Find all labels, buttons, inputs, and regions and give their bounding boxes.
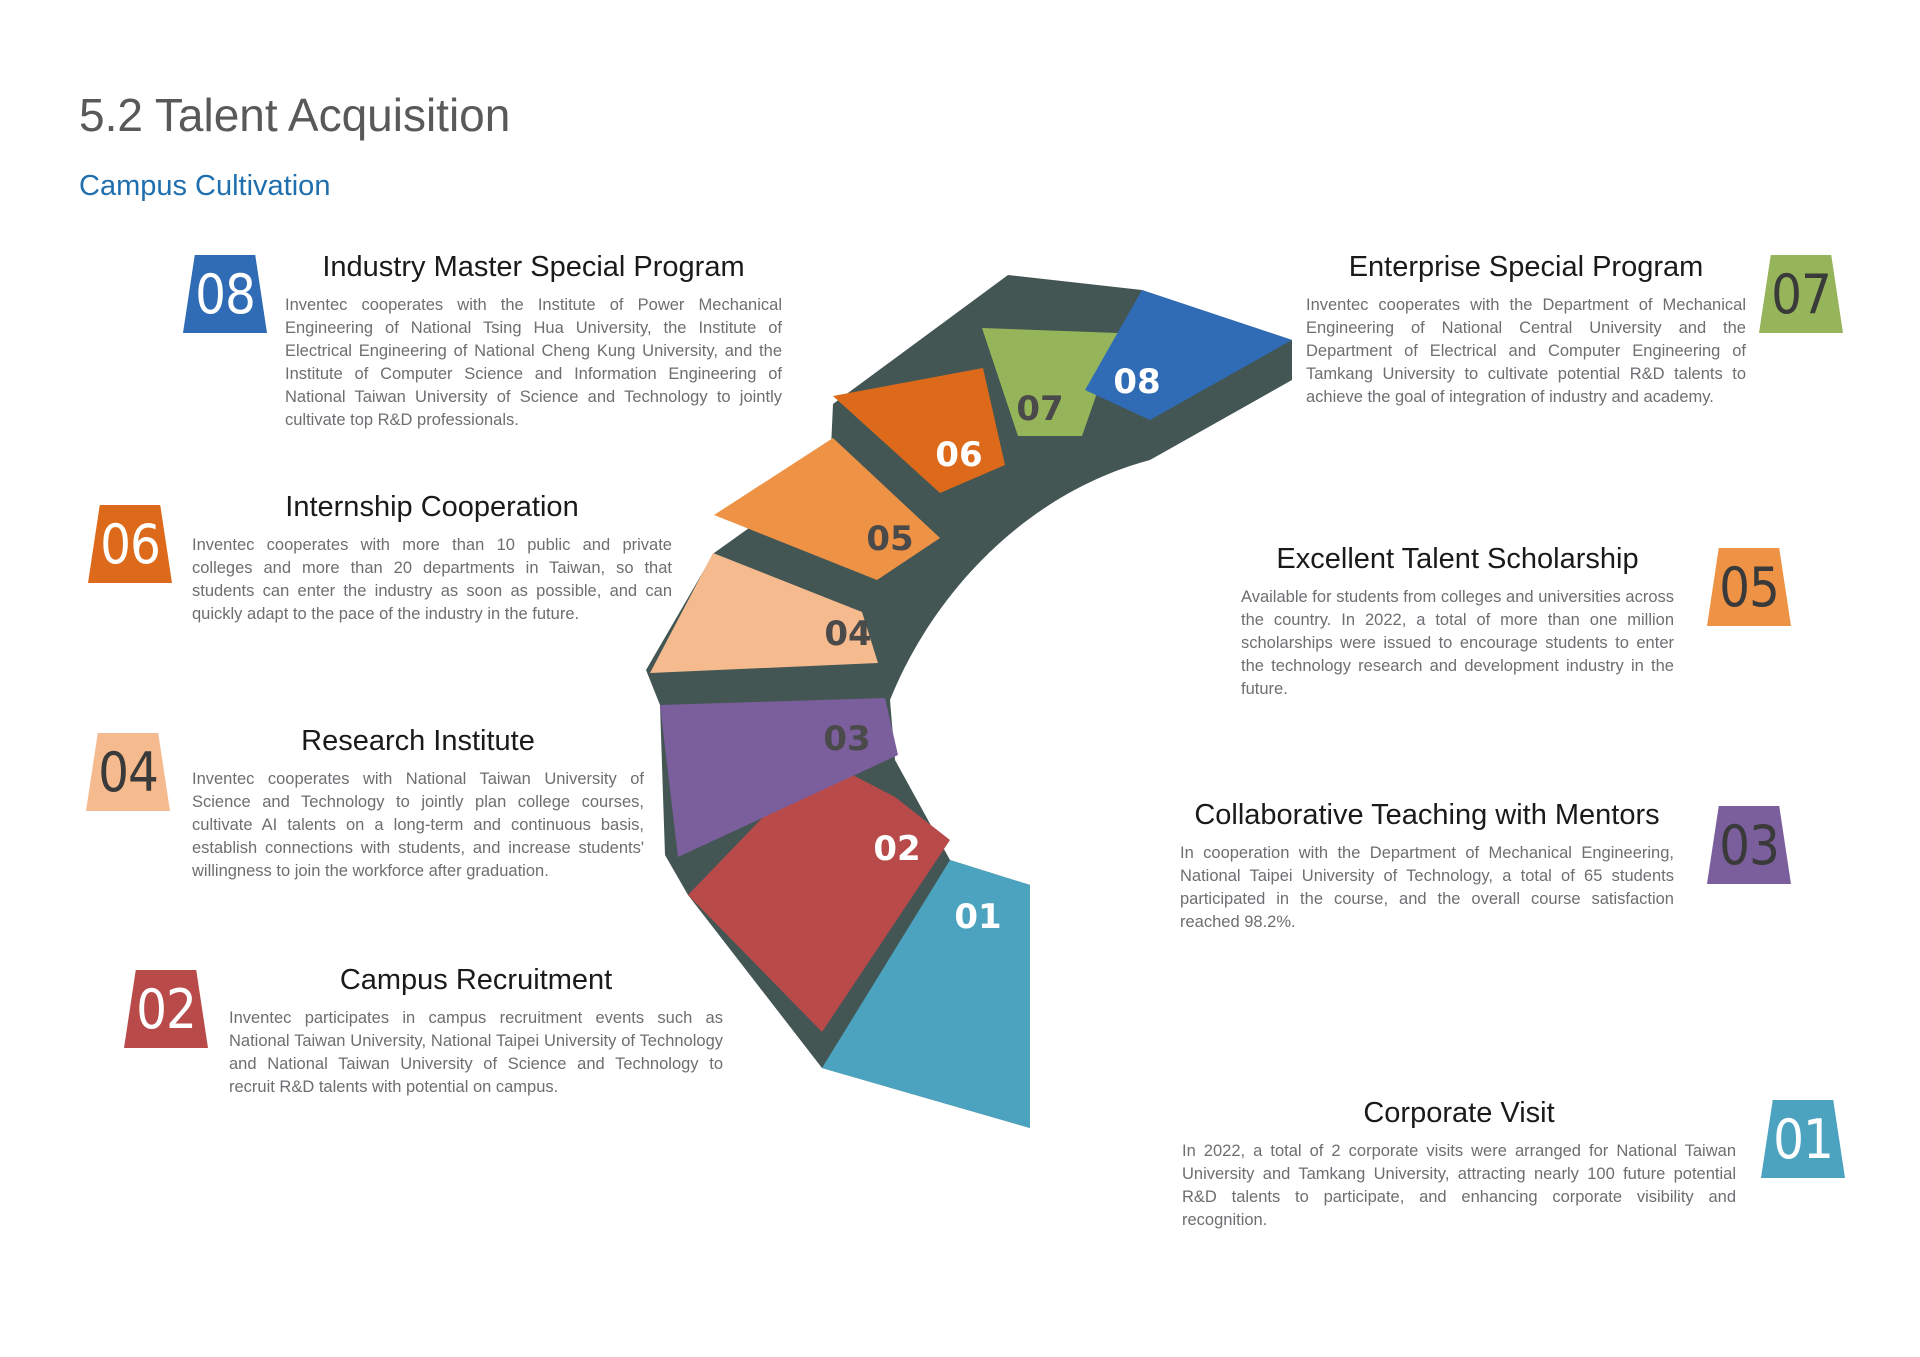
badge-05: 05 [1707,548,1791,626]
badge-02: 02 [124,970,208,1048]
program-02-title: Campus Recruitment [339,964,613,996]
program-07: Enterprise Special Program Inventec coop… [1306,251,1746,409]
program-06-description: Inventec cooperates with more than 10 pu… [192,535,672,623]
program-01-title: Corporate Visit [1363,1097,1555,1129]
section-title: Campus Cultivation [79,170,331,202]
program-08: Industry Master Special Program Inventec… [285,251,782,432]
program-05-title: Excellent Talent Scholarship [1276,543,1639,575]
program-08-description: Inventec cooperates with the Institute o… [285,295,782,429]
step-01-number: 01 [954,897,1001,937]
program-04: Research Institute Inventec cooperates w… [192,725,644,883]
badge-07: 07 [1759,255,1843,333]
badge-08: 08 [183,255,267,333]
step-02-number: 02 [873,829,920,869]
step-04-top [650,553,878,673]
program-06-title: Internship Cooperation [285,491,579,523]
step-03-top [660,698,898,857]
step-06-number: 06 [935,435,982,475]
badge-06: 06 [88,505,172,583]
step-03-number: 03 [823,719,870,759]
program-08-title: Industry Master Special Program [322,251,745,283]
badge-04: 04 [86,733,170,811]
program-03-title: Collaborative Teaching with Mentors [1194,799,1660,831]
badge-03: 03 [1707,806,1791,884]
step-02-top [688,758,950,1032]
step-06-top [833,368,1005,493]
step-05-number: 05 [866,519,913,559]
step-07-top [982,328,1118,436]
program-03-description: In cooperation with the Department of Me… [1180,843,1674,931]
program-05-description: Available for students from colleges and… [1241,587,1674,698]
step-04-number: 04 [824,614,871,654]
program-02: Campus Recruitment Inventec participates… [229,964,723,1099]
program-07-description: Inventec cooperates with the Department … [1306,295,1746,406]
step-07-number: 07 [1016,389,1063,429]
program-06: Internship Cooperation Inventec cooperat… [192,491,672,626]
program-01: Corporate Visit In 2022, a total of 2 co… [1182,1097,1736,1232]
program-04-description: Inventec cooperates with National Taiwan… [192,769,644,880]
program-05: Excellent Talent Scholarship Available f… [1241,543,1674,701]
program-04-title: Research Institute [301,725,535,757]
program-01-description: In 2022, a total of 2 corporate visits w… [1182,1141,1736,1229]
program-02-description: Inventec participates in campus recruitm… [229,1008,723,1096]
program-03: Collaborative Teaching with Mentors In c… [1180,799,1674,934]
page-title: 5.2 Talent Acquisition [79,89,511,141]
badge-01: 01 [1761,1100,1845,1178]
step-05-top [714,438,940,580]
step-08-top [1085,290,1292,420]
program-07-title: Enterprise Special Program [1348,251,1704,283]
step-01-top [822,860,1030,1128]
step-08-number: 08 [1113,362,1160,402]
